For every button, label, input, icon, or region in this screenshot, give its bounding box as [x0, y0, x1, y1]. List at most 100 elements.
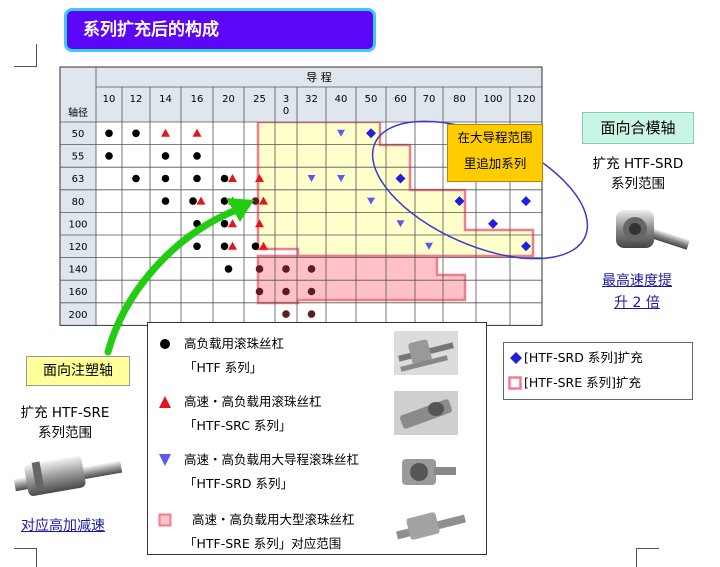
sre-expansion-legend: [HTF-SRE 系列]扩充	[524, 375, 641, 390]
htf-mark	[105, 152, 113, 160]
legend-sre-line-2: 「HTF-SRE 系列」对应范围	[184, 536, 342, 551]
legend-sre-line-1: 高速・高负载用大型滚珠丝杠	[192, 512, 355, 527]
blue-triangle-icon	[159, 454, 171, 466]
mold-description: 扩充 HTF-SRD 系列范围	[586, 154, 690, 194]
large-lead-callout: 在大导程范围 里追加系列	[447, 124, 543, 182]
page-title: 系列扩充后的构成	[64, 8, 376, 52]
legend-htf-line-1: 高负载用滚珠丝杠	[184, 336, 285, 351]
shaft-label: 160	[68, 287, 87, 298]
lead-label: 14	[159, 94, 172, 105]
htf-mark	[220, 242, 229, 251]
lead-label: 50	[365, 94, 378, 105]
htf-mark	[105, 129, 113, 138]
sre-mark	[282, 310, 290, 318]
htf-mark	[161, 152, 170, 160]
srd-mark	[425, 242, 433, 250]
sre-mark	[255, 287, 264, 296]
src-mark	[228, 174, 237, 182]
sre-mark	[282, 265, 290, 273]
srd-expansion-mark	[521, 196, 531, 207]
lead-label: 70	[423, 94, 436, 105]
table-grid	[59, 66, 543, 326]
red-triangle-icon	[159, 396, 171, 408]
src-product-image	[394, 391, 458, 435]
sre-ballscrew-image	[13, 455, 123, 497]
srd-mark	[337, 175, 345, 182]
htf-mark	[193, 174, 201, 183]
src-mark	[259, 196, 268, 205]
high-acceleration-link[interactable]: 对应高加减速	[21, 518, 105, 534]
lead-header: 导 程	[306, 71, 332, 84]
src-mark	[192, 128, 202, 137]
htf-mark	[161, 174, 170, 183]
legend-src-line-1: 高速・高负载用滚珠丝杠	[184, 394, 322, 409]
htf-mark	[193, 242, 201, 251]
src-mark	[259, 241, 268, 250]
htf-mark	[161, 197, 170, 205]
srd-mark	[337, 129, 345, 137]
htf-mark	[220, 174, 229, 183]
legend-srd-line-1: 高速・高负载用大导程滚珠丝杠	[184, 452, 360, 467]
inject-desc-line-2: 系列范围	[38, 425, 92, 441]
sre-region	[256, 254, 467, 305]
shaft-header: 轴径	[68, 106, 88, 119]
shaft-label: 200	[68, 310, 87, 321]
htf-mark	[132, 174, 140, 183]
sre-mark	[307, 265, 316, 273]
htf-mark	[251, 242, 260, 251]
lead-label: 25	[253, 94, 266, 105]
srd-expansion-mark	[366, 128, 376, 139]
srd-ballscrew-image	[616, 210, 690, 250]
htf-mark	[189, 197, 197, 205]
shaft-label: 50	[72, 129, 85, 140]
shaft-label: 80	[72, 197, 85, 208]
corner-mark-bottom-right	[636, 548, 659, 567]
sre-mark	[307, 287, 316, 296]
lead-label: 100	[483, 94, 502, 105]
max-speed-link-line-1: 最高速度提	[602, 273, 672, 289]
pink-square-icon	[158, 513, 172, 527]
shaft-label: 140	[68, 265, 87, 276]
src-mark	[255, 219, 264, 228]
black-circle-icon	[160, 339, 170, 349]
srd-mark	[396, 220, 405, 228]
shaft-label: 55	[72, 152, 85, 163]
lead-label: 20	[222, 94, 235, 105]
max-speed-link-line-2: 升 2 倍	[614, 295, 660, 311]
series-legend: 高负载用滚珠丝杠 「HTF 系列」 高速・高负载用滚珠丝杠 「HTF-SRC 系…	[147, 322, 487, 555]
srd-expansion-mark	[488, 218, 498, 229]
legend-src-line-2: 「HTF-SRC 系列」	[184, 418, 292, 433]
sre-product-image	[396, 512, 466, 540]
callout-line-2: 里追加系列	[463, 156, 527, 171]
srd-mark	[307, 175, 316, 182]
lead-label: 16	[191, 94, 204, 105]
lead-label: 12	[130, 94, 143, 105]
corner-mark-top-left	[14, 44, 37, 67]
max-speed-link[interactable]: 最高速度提 升 2 倍	[592, 270, 682, 314]
header-bg	[60, 67, 542, 122]
lead-label: 40	[335, 94, 348, 105]
srd-product-image	[402, 459, 456, 485]
sre-mark	[251, 197, 260, 205]
src-mark	[196, 196, 206, 205]
srd-expansion-legend: [HTF-SRD 系列]扩充	[524, 350, 643, 365]
src-mark	[228, 219, 237, 228]
src-mark	[228, 241, 237, 250]
htf-mark	[220, 219, 229, 228]
legend-srd-line-2: 「HTF-SRD 系列」	[184, 476, 293, 491]
srd-expansion-mark	[521, 241, 531, 252]
lead-label: 80	[453, 94, 466, 105]
src-mark	[255, 174, 264, 182]
lead-label: 10	[103, 94, 116, 105]
lead-label: 120	[516, 94, 535, 105]
srd-expansion-mark	[395, 173, 406, 184]
shaft-label: 120	[68, 242, 87, 253]
lead-label: 3	[283, 94, 289, 105]
injection-description: 扩充 HTF-SRE 系列范围	[6, 403, 124, 443]
callout-line-1: 在大导程范围	[457, 130, 533, 145]
arrow-head-icon	[226, 198, 254, 222]
lead-label: 32	[305, 94, 318, 105]
htf-mark	[224, 265, 233, 273]
